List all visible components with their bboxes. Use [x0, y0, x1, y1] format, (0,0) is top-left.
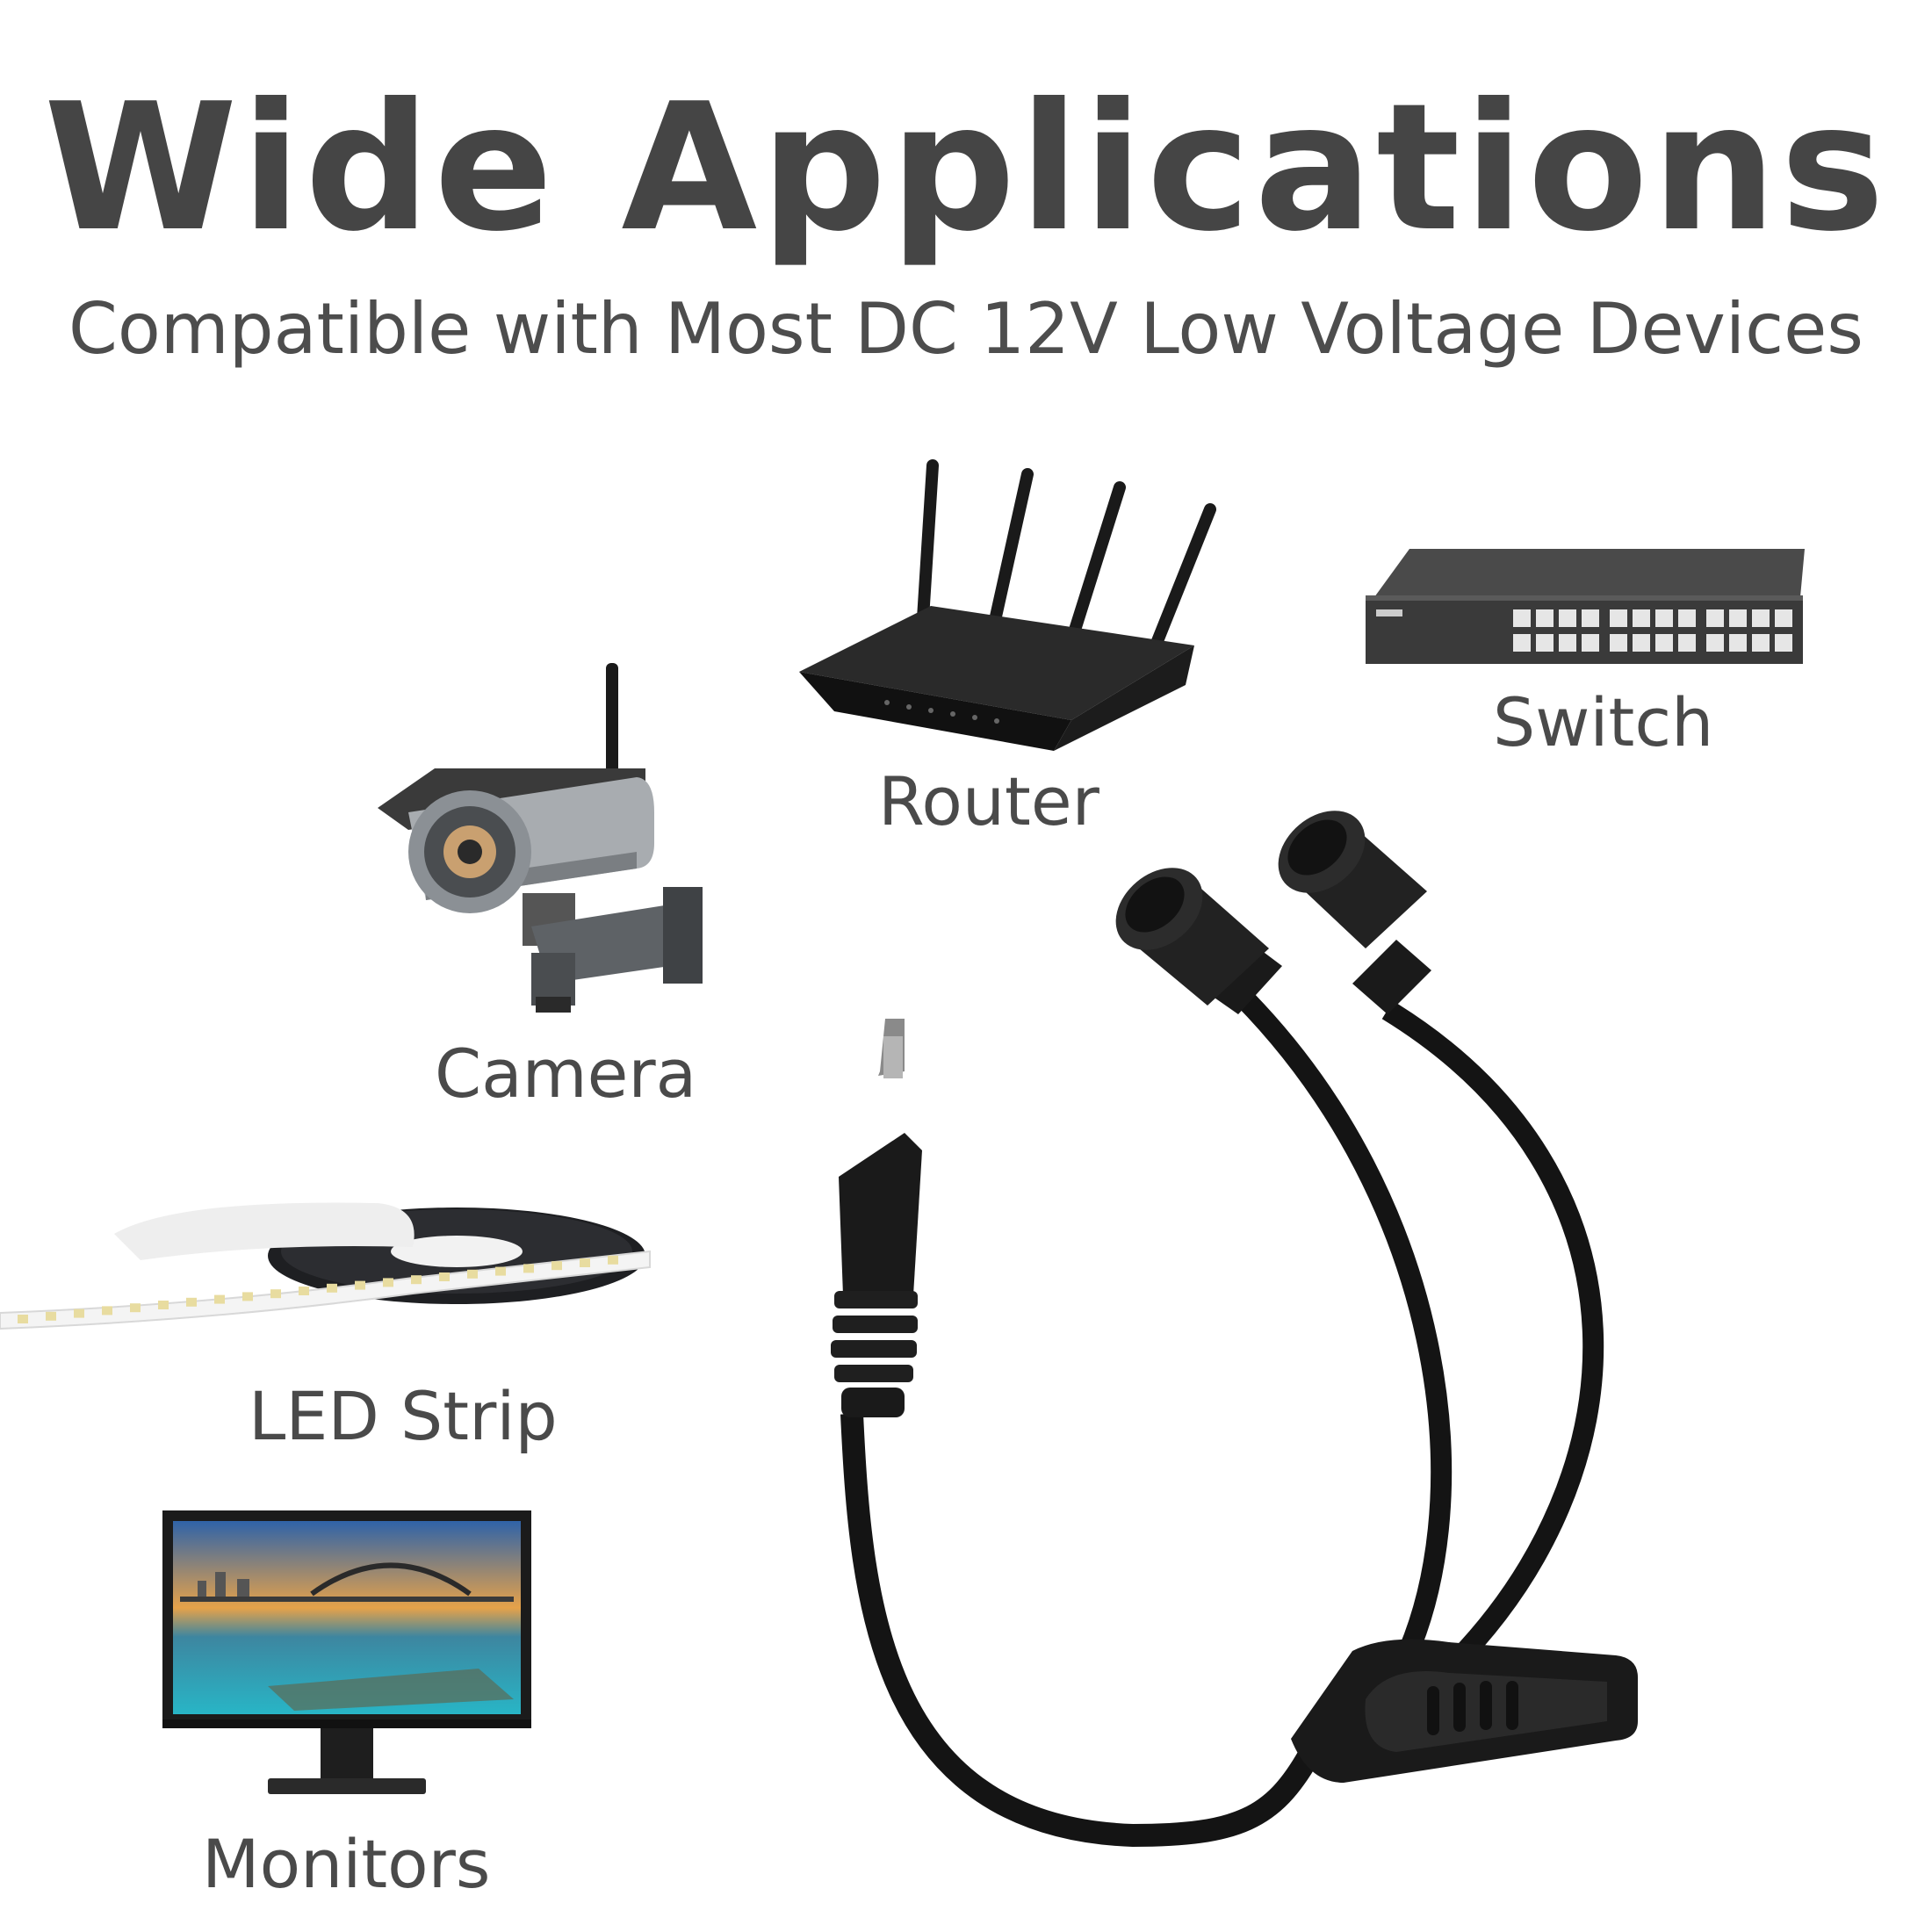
- led-chip: [327, 1283, 337, 1293]
- led-chip: [18, 1315, 28, 1323]
- led-chip: [551, 1261, 562, 1271]
- led-chip: [46, 1311, 56, 1321]
- led-chip: [608, 1255, 618, 1265]
- router-label: Router: [878, 762, 1099, 840]
- camera-label: Camera: [435, 1034, 697, 1113]
- led-chip: [74, 1308, 84, 1318]
- security-camera-icon: [378, 663, 703, 1013]
- switch-port: [1729, 634, 1747, 652]
- monitors-label: Monitors: [202, 1825, 491, 1903]
- led-chip: [186, 1297, 197, 1307]
- led-chip: [242, 1292, 253, 1301]
- switch-port: [1536, 609, 1554, 627]
- switch-port: [1706, 634, 1724, 652]
- switch-port: [1559, 609, 1576, 627]
- switch-port: [1655, 634, 1673, 652]
- switch-port: [1513, 634, 1531, 652]
- switch-port: [1610, 634, 1627, 652]
- led-chip: [158, 1301, 169, 1309]
- switch-port: [1559, 634, 1576, 652]
- dc-splitter-cable-icon: [831, 811, 1638, 1848]
- switch-port: [1678, 609, 1696, 627]
- led-chip: [270, 1289, 281, 1299]
- led-chip: [580, 1258, 590, 1267]
- switch-port: [1775, 634, 1792, 652]
- switch-label: Switch: [1493, 683, 1714, 761]
- led-chip: [214, 1294, 225, 1304]
- switch-port: [1655, 609, 1673, 627]
- switch-port: [1775, 609, 1792, 627]
- led-chip: [130, 1303, 141, 1313]
- router-icon: [799, 459, 1216, 751]
- switch-port: [1752, 609, 1770, 627]
- led-chip: [411, 1275, 422, 1285]
- switch-port: [1633, 634, 1650, 652]
- switch-port: [1536, 634, 1554, 652]
- network-switch-icon: [1366, 549, 1805, 664]
- led-chip: [299, 1287, 309, 1295]
- switch-port: [1582, 609, 1599, 627]
- led-chip: [523, 1264, 534, 1273]
- switch-port: [1706, 609, 1724, 627]
- switch-port: [1582, 634, 1599, 652]
- led-strip-icon: [0, 1202, 651, 1330]
- led-strip-label: LED Strip: [249, 1377, 558, 1455]
- switch-port: [1729, 609, 1747, 627]
- led-chip: [355, 1280, 365, 1290]
- led-chip: [439, 1272, 450, 1281]
- page-subtitle: Compatible with Most DC 12V Low Voltage …: [68, 288, 1864, 370]
- switch-port: [1610, 609, 1627, 627]
- page-title: Wide Applications: [43, 66, 1889, 270]
- led-chip: [467, 1269, 478, 1279]
- switch-port: [1633, 609, 1650, 627]
- switch-port: [1678, 634, 1696, 652]
- led-chip: [102, 1306, 112, 1316]
- switch-port: [1752, 634, 1770, 652]
- led-chip: [495, 1266, 506, 1276]
- led-chip: [383, 1278, 393, 1287]
- switch-port: [1513, 609, 1531, 627]
- monitor-icon: [162, 1510, 531, 1794]
